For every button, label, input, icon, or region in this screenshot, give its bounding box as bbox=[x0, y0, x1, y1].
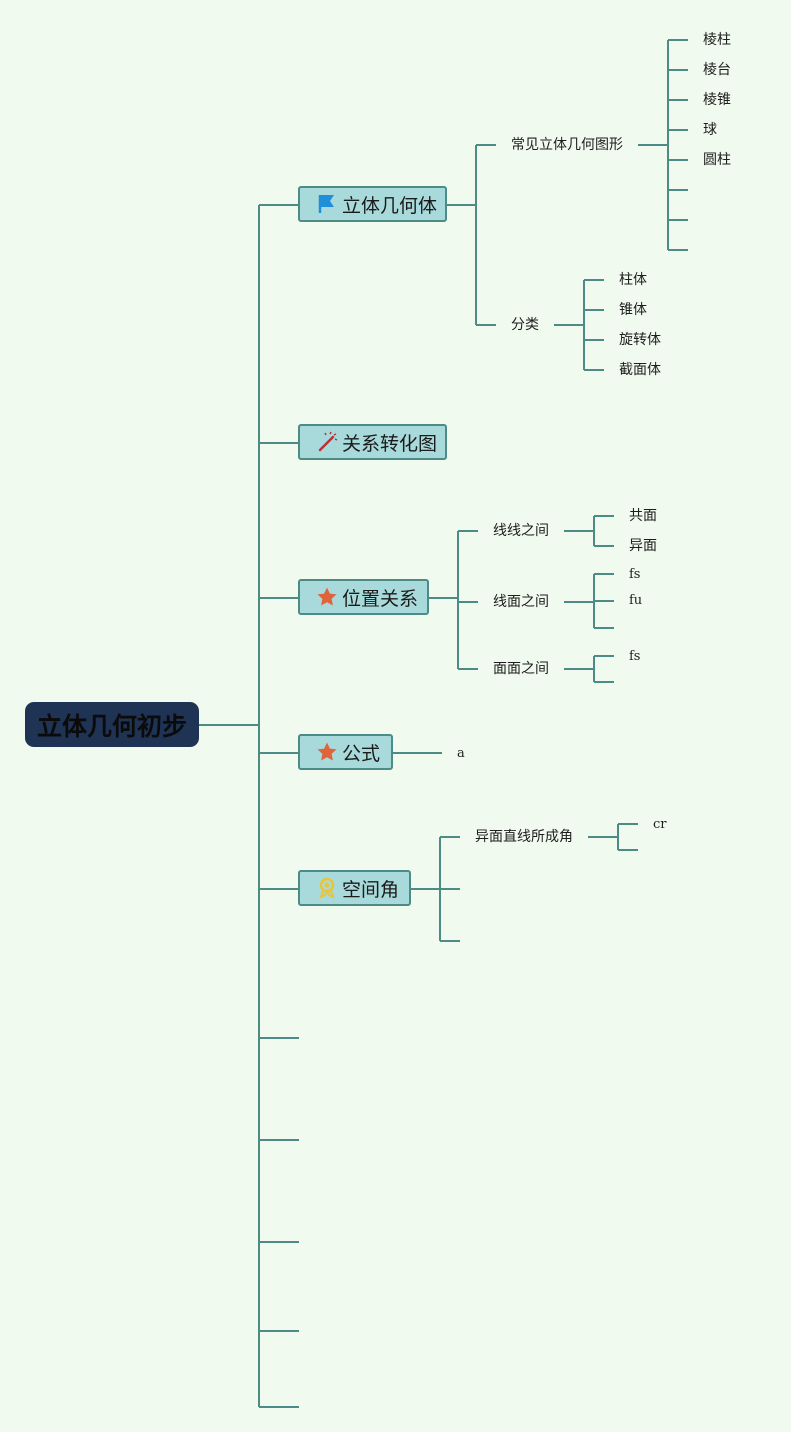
subtopic-plane-plane[interactable]: 面面之间 bbox=[493, 661, 549, 677]
connector-position-branch bbox=[428, 530, 478, 670]
connector-common-shapes bbox=[638, 39, 688, 251]
leaf-formula-a[interactable]: a bbox=[457, 746, 465, 761]
leaf-fs[interactable]: fs bbox=[629, 567, 641, 582]
topic-position-relation[interactable]: 位置关系 bbox=[298, 579, 429, 615]
leaf-cylinder[interactable]: 圆柱 bbox=[703, 152, 731, 168]
leaf-section-solid[interactable]: 截面体 bbox=[619, 362, 661, 378]
leaf-cr[interactable]: cr bbox=[653, 817, 667, 832]
connector-classify bbox=[554, 279, 604, 371]
leaf-sphere[interactable]: 球 bbox=[703, 122, 717, 138]
topic-label: 位置关系 bbox=[342, 587, 419, 610]
star-icon bbox=[316, 586, 338, 608]
connector-space-angle-branch bbox=[410, 836, 460, 942]
leaf-fs[interactable]: fs bbox=[629, 649, 641, 664]
subtopic-common-shapes[interactable]: 常见立体几何图形 bbox=[511, 137, 623, 153]
subtopic-line-plane[interactable]: 线面之间 bbox=[493, 594, 549, 610]
topic-label: 关系转化图 bbox=[342, 432, 438, 455]
leaf-revolution-solid[interactable]: 旋转体 bbox=[619, 332, 661, 348]
magic-wand-icon bbox=[316, 431, 338, 453]
leaf-coplanar[interactable]: 共面 bbox=[629, 508, 657, 524]
connector-solid-branch bbox=[446, 144, 496, 326]
topic-label: 公式 bbox=[342, 742, 381, 765]
award-icon bbox=[316, 877, 338, 899]
star-icon bbox=[316, 741, 338, 763]
topic-label: 立体几何体 bbox=[342, 194, 438, 217]
topic-solid-geometry[interactable]: 立体几何体 bbox=[298, 186, 447, 222]
subtopic-skew-line-angle[interactable]: 异面直线所成角 bbox=[475, 829, 573, 845]
root-topic[interactable]: 立体几何初步 bbox=[25, 702, 199, 747]
topic-relation-graph[interactable]: 关系转化图 bbox=[298, 424, 447, 460]
connector-skew-angle bbox=[588, 823, 638, 851]
leaf-skew[interactable]: 异面 bbox=[629, 538, 657, 554]
connector-line-line bbox=[564, 515, 614, 547]
leaf-frustum[interactable]: 棱台 bbox=[703, 62, 731, 78]
connector-line-plane bbox=[564, 573, 614, 629]
topic-label: 空间角 bbox=[342, 878, 400, 901]
leaf-cone-type[interactable]: 锥体 bbox=[619, 302, 647, 318]
subtopic-classify[interactable]: 分类 bbox=[511, 317, 539, 333]
flag-icon bbox=[316, 193, 338, 215]
subtopic-line-line[interactable]: 线线之间 bbox=[493, 523, 549, 539]
leaf-prism-type[interactable]: 柱体 bbox=[619, 272, 647, 288]
leaf-pyramid[interactable]: 棱锥 bbox=[703, 92, 731, 108]
topic-space-angle[interactable]: 空间角 bbox=[298, 870, 411, 906]
leaf-fu[interactable]: fu bbox=[629, 593, 643, 608]
leaf-prism[interactable]: 棱柱 bbox=[703, 32, 731, 48]
topic-formula[interactable]: 公式 bbox=[298, 734, 393, 770]
connector-plane-plane bbox=[564, 655, 614, 683]
